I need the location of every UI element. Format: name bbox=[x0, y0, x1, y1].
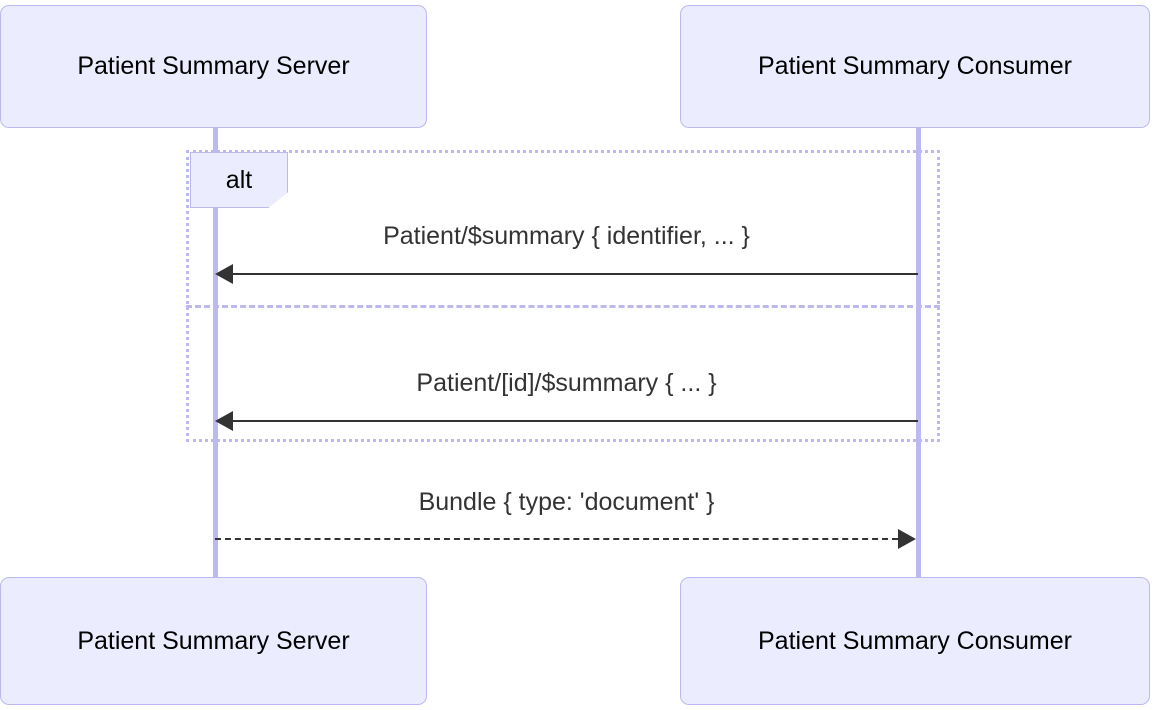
participant-bottom-server-label: Patient Summary Server bbox=[77, 626, 350, 655]
message-3-line bbox=[215, 538, 898, 540]
alt-fragment-box bbox=[186, 150, 940, 442]
alt-fragment-tag: alt bbox=[190, 152, 288, 208]
message-1-label: Patient/$summary { identifier, ... } bbox=[383, 222, 750, 250]
message-2-label: Patient/[id]/$summary { ... } bbox=[416, 369, 717, 397]
participant-top-server-label: Patient Summary Server bbox=[77, 52, 350, 80]
alt-fragment-tag-label: alt bbox=[225, 165, 253, 194]
message-1-line bbox=[225, 273, 918, 275]
message-3-arrowhead bbox=[898, 529, 916, 549]
participant-top-consumer-label: Patient Summary Consumer bbox=[757, 52, 1072, 80]
alt-fragment-divider bbox=[186, 305, 940, 308]
participant-bottom-server[interactable]: Patient Summary Server bbox=[0, 577, 427, 705]
participant-top-server[interactable]: Patient Summary Server bbox=[0, 5, 427, 128]
message-2-line bbox=[225, 420, 918, 422]
participant-top-consumer[interactable]: Patient Summary Consumer bbox=[680, 5, 1150, 128]
participant-bottom-consumer[interactable]: Patient Summary Consumer bbox=[680, 577, 1150, 705]
message-1-arrowhead bbox=[215, 264, 233, 284]
participant-bottom-consumer-label: Patient Summary Consumer bbox=[757, 626, 1072, 655]
lifeline-server bbox=[213, 128, 218, 578]
message-2-arrowhead bbox=[215, 411, 233, 431]
lifeline-consumer bbox=[916, 128, 921, 578]
message-3-label: Bundle { type: 'document' } bbox=[418, 488, 715, 516]
